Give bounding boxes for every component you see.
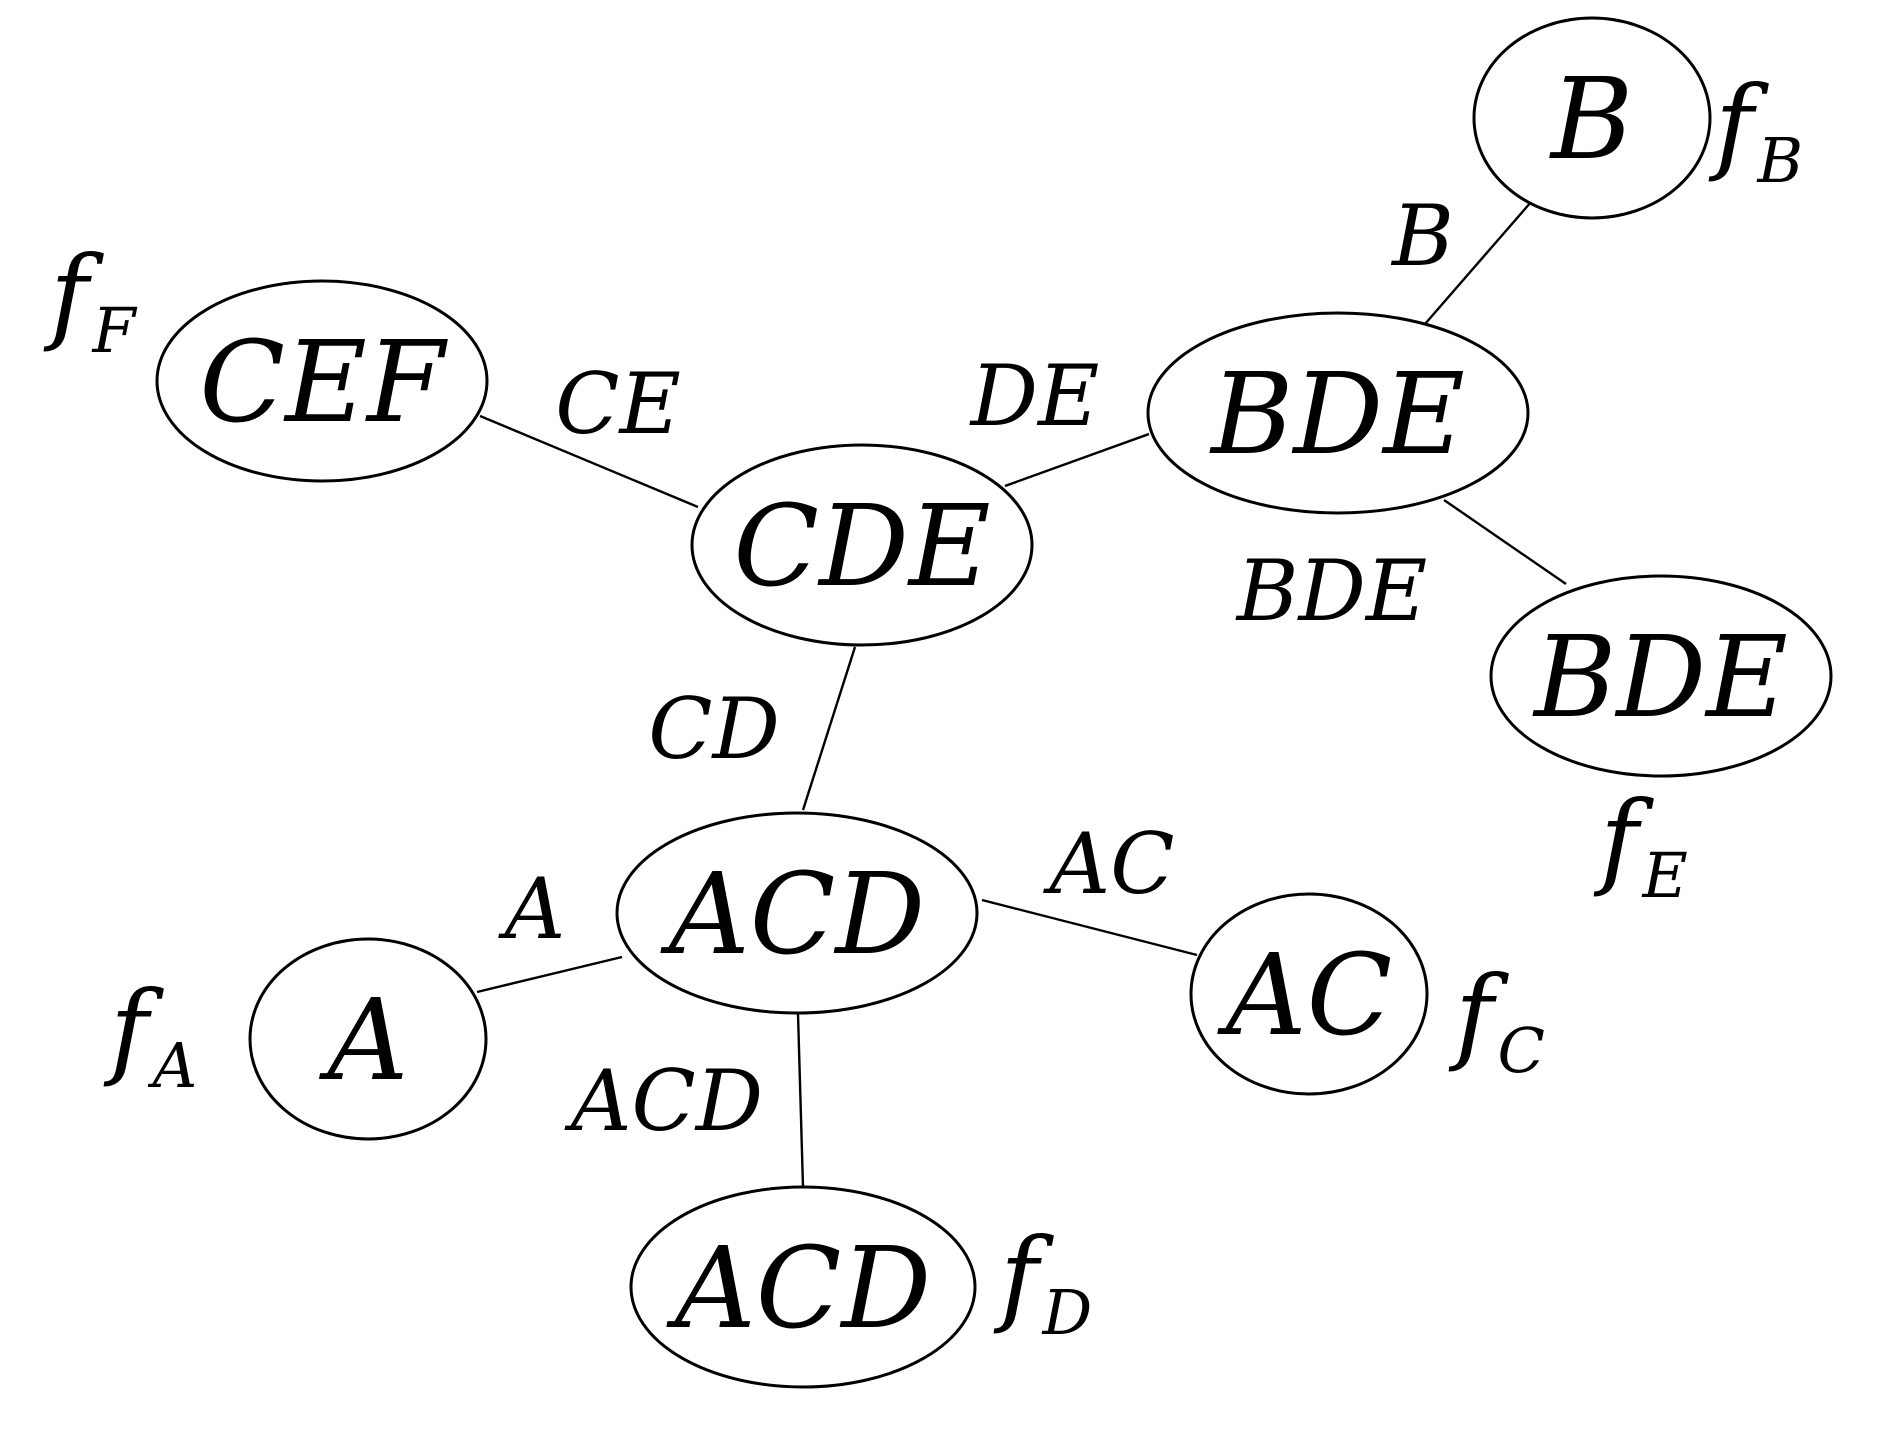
separator-acd-a: A xyxy=(498,860,566,958)
node-ac-shape xyxy=(1189,892,1429,1096)
factor-b-subscript: B xyxy=(1757,124,1804,197)
node-acd-leaf-shape xyxy=(629,1185,977,1389)
node-bde[interactable]: BDE xyxy=(1146,311,1530,515)
factor-f-f: fF xyxy=(43,233,138,367)
node-b-label: B xyxy=(1549,55,1633,185)
factor-d-subscript: D xyxy=(1042,1276,1093,1349)
edges xyxy=(476,201,1567,1188)
node-acd-leaf-label: ACD xyxy=(666,1224,931,1354)
factor-f-d: fD xyxy=(993,1215,1092,1349)
edge-cef-cde xyxy=(479,414,699,509)
node-ac-label: AC xyxy=(1217,931,1393,1061)
factor-a-subscript: A xyxy=(148,1029,198,1102)
edge-bde-b xyxy=(1424,201,1532,325)
factor-e-subscript: E xyxy=(1642,839,1688,912)
node-ac[interactable]: AC xyxy=(1189,892,1429,1096)
node-b-shape xyxy=(1472,16,1712,220)
separator-acd-acd-leaf: ACD xyxy=(564,1052,763,1150)
separator-cde-bde: DE xyxy=(969,347,1100,445)
separator-acd-ac: AC xyxy=(1043,815,1175,913)
separator-bde-bde-leaf: BDE xyxy=(1235,542,1427,640)
node-a-label: A xyxy=(319,976,409,1106)
node-acd[interactable]: ACD xyxy=(615,811,979,1015)
node-acd-shape xyxy=(615,811,979,1015)
node-a[interactable]: A xyxy=(248,937,488,1141)
edge-acd-a xyxy=(476,955,623,994)
factor-f-subscript: F xyxy=(92,294,138,367)
separator-cef-cde: CE xyxy=(555,355,681,453)
node-bde-leaf[interactable]: BDE xyxy=(1489,574,1833,778)
separator-labels: CE DE B BDE CD A AC ACD xyxy=(498,187,1454,1150)
node-cde-shape xyxy=(690,443,1034,647)
node-bde-leaf-shape xyxy=(1489,574,1833,778)
node-b[interactable]: B xyxy=(1472,16,1712,220)
node-cde[interactable]: CDE xyxy=(690,443,1034,647)
node-acd-leaf[interactable]: ACD xyxy=(629,1185,977,1389)
node-bde-leaf-label: BDE xyxy=(1532,613,1788,743)
separator-bde-b: B xyxy=(1390,187,1454,285)
separator-cde-acd: CD xyxy=(648,680,780,778)
node-bde-label: BDE xyxy=(1209,350,1465,480)
factor-f-b: fB xyxy=(1708,63,1803,197)
node-cef-label: CEF xyxy=(199,318,447,448)
factor-f-e: fE xyxy=(1593,778,1688,912)
edge-acd-acd-leaf xyxy=(796,1013,805,1188)
factor-labels: fF fB fE fC fA fD xyxy=(43,63,1803,1349)
node-a-shape xyxy=(248,937,488,1141)
factor-f-c: fC xyxy=(1448,953,1545,1087)
edge-cde-bde xyxy=(1004,432,1150,488)
node-cef-shape xyxy=(155,279,489,483)
edge-acd-ac xyxy=(981,898,1198,957)
node-acd-label: ACD xyxy=(660,850,925,980)
factor-f-a: fA xyxy=(103,968,197,1102)
factor-c-subscript: C xyxy=(1498,1014,1545,1087)
edge-bde-bde-leaf xyxy=(1443,499,1567,585)
edge-cde-acd xyxy=(801,646,857,811)
node-cde-label: CDE xyxy=(733,482,990,612)
node-bde-shape xyxy=(1146,311,1530,515)
node-cef[interactable]: CEF xyxy=(155,279,489,483)
